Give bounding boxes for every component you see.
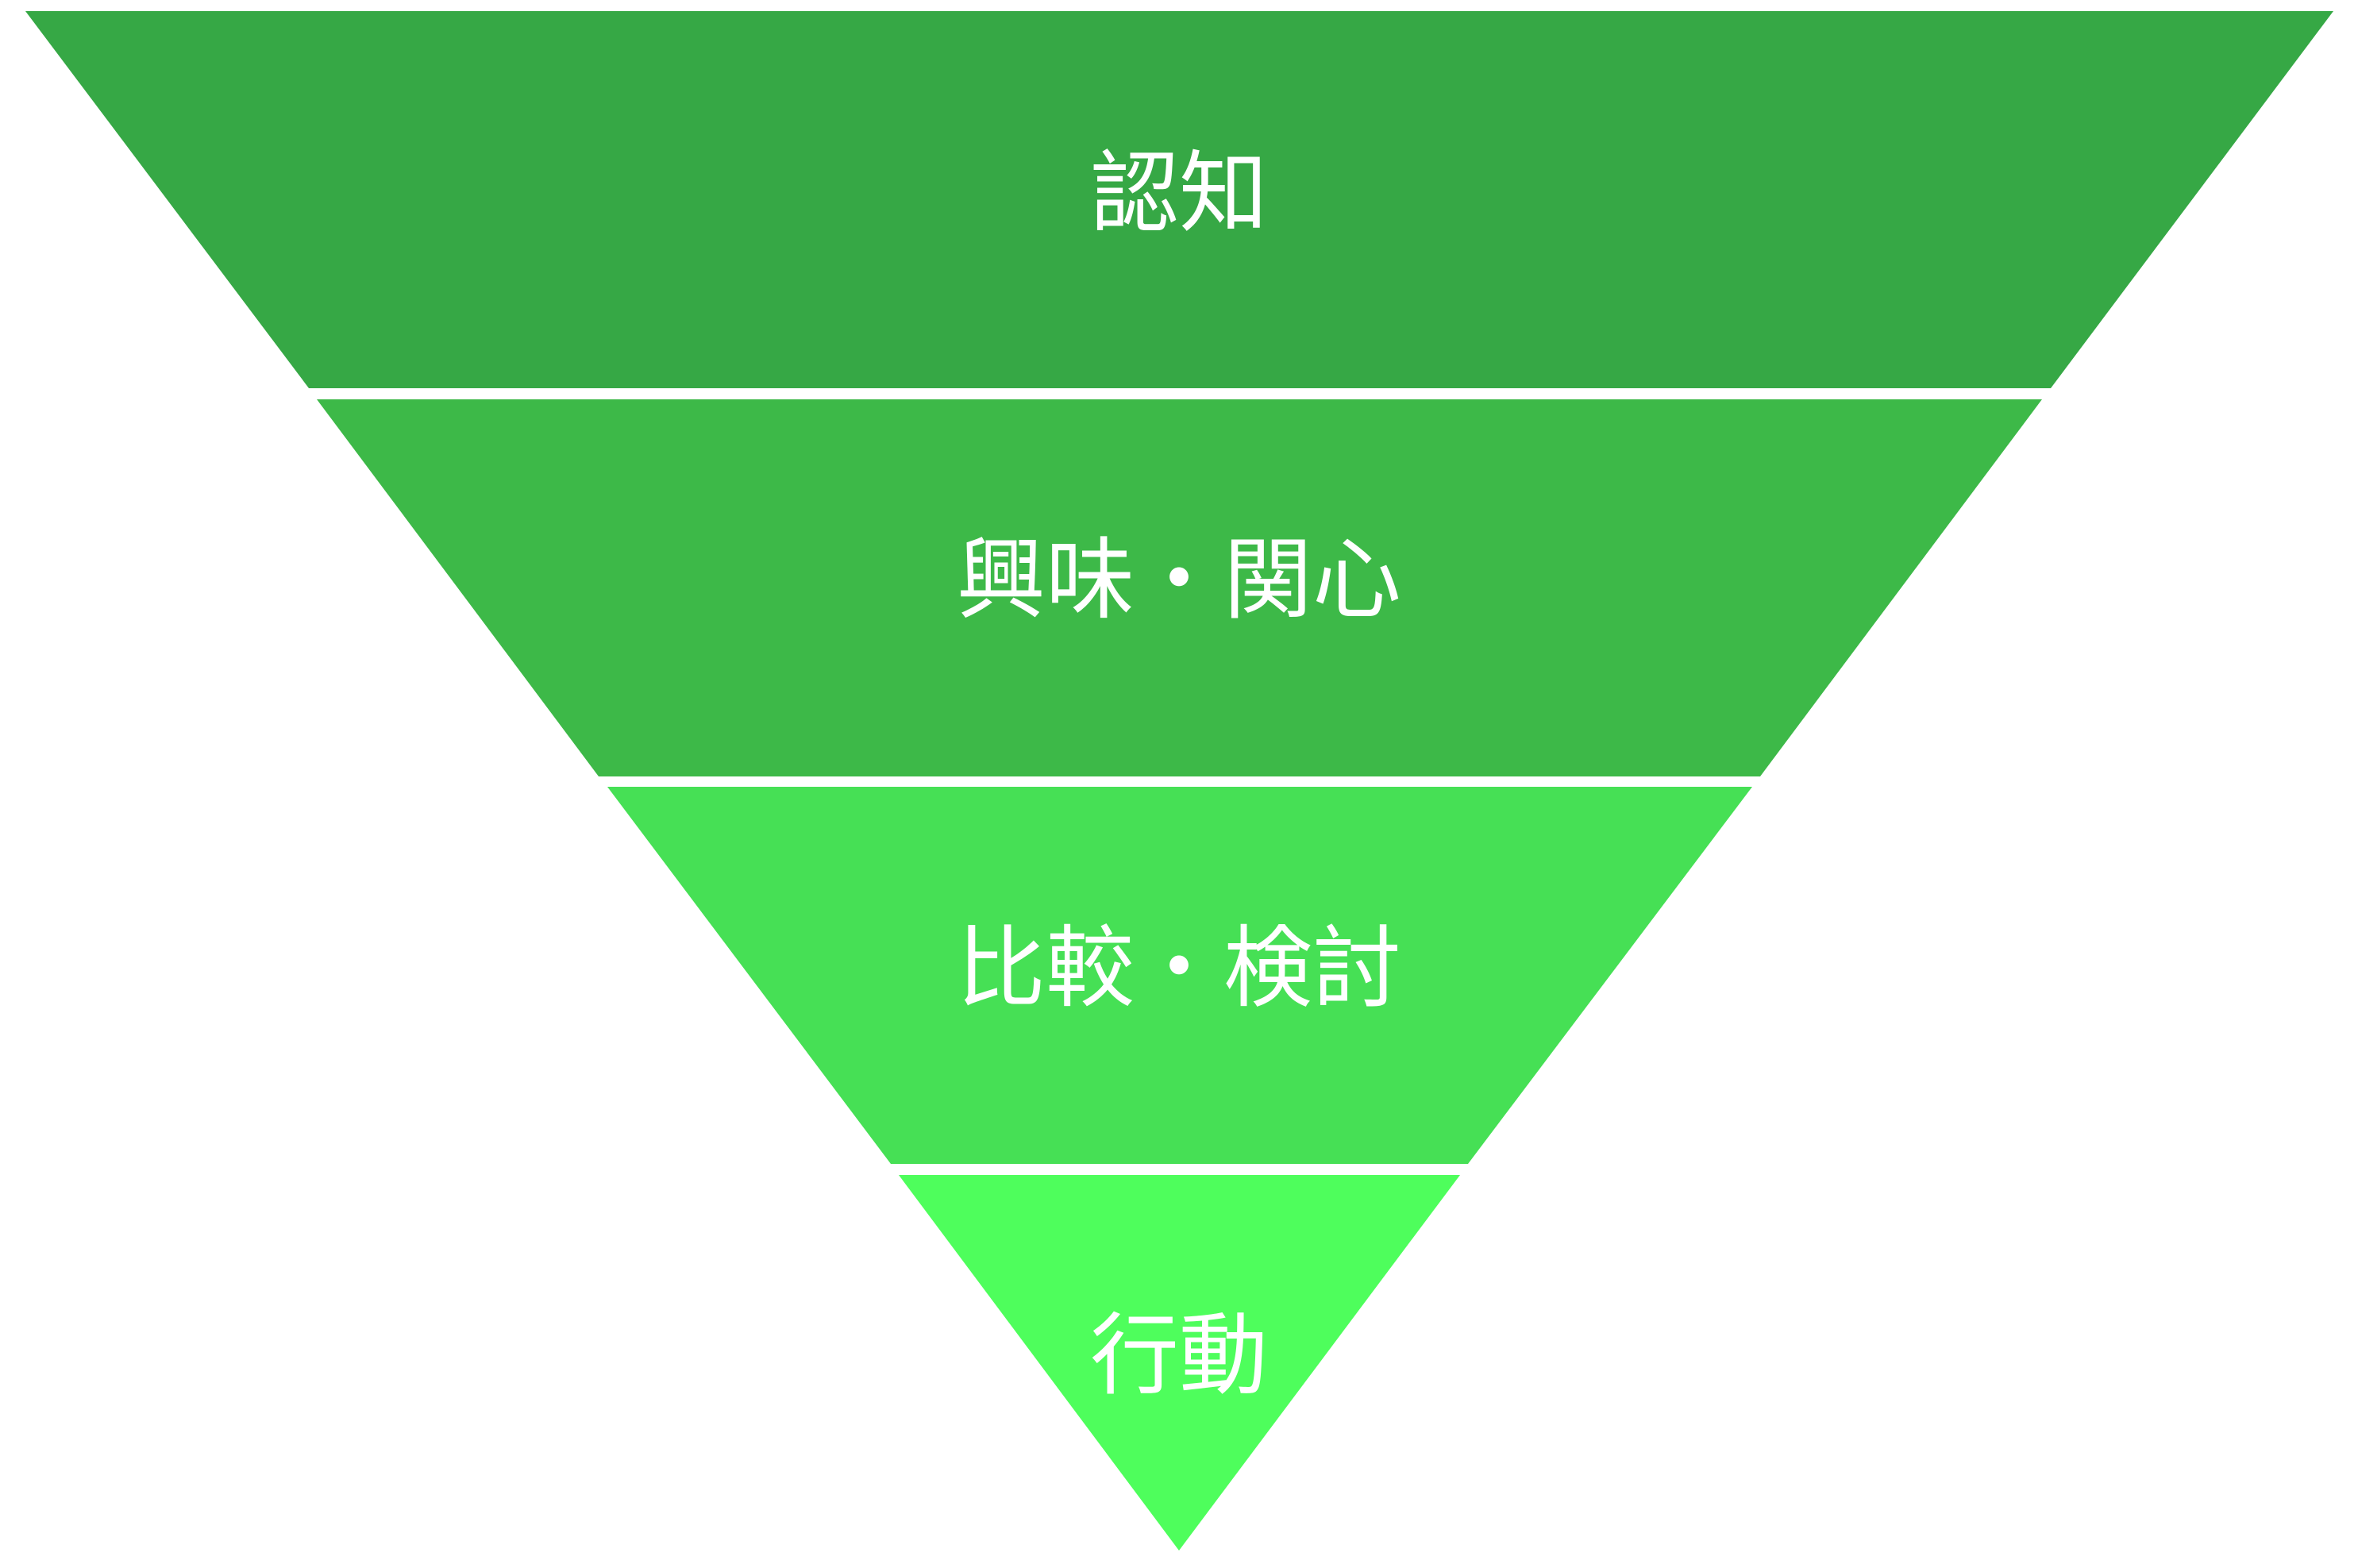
funnel-stage-action-label: 行動 — [1090, 1304, 1268, 1408]
funnel-stage-action: 行動 — [899, 1175, 1460, 1551]
funnel-stage-interest-shape — [317, 399, 2042, 776]
funnel-stage-action-shape — [899, 1175, 1460, 1551]
funnel-stage-awareness-label: 認知 — [1090, 142, 1268, 245]
funnel-stage-interest-label: 興味・関心 — [957, 529, 1401, 632]
funnel-stage-consideration: 比較・検討 — [607, 787, 1752, 1164]
funnel-stage-interest: 興味・関心 — [317, 399, 2042, 776]
funnel-stage-consideration-label: 比較・検討 — [957, 917, 1401, 1020]
funnel-stage-awareness: 認知 — [25, 11, 2333, 388]
funnel-stage-awareness-shape — [25, 11, 2333, 388]
funnel-stage-consideration-shape — [607, 787, 1752, 1164]
